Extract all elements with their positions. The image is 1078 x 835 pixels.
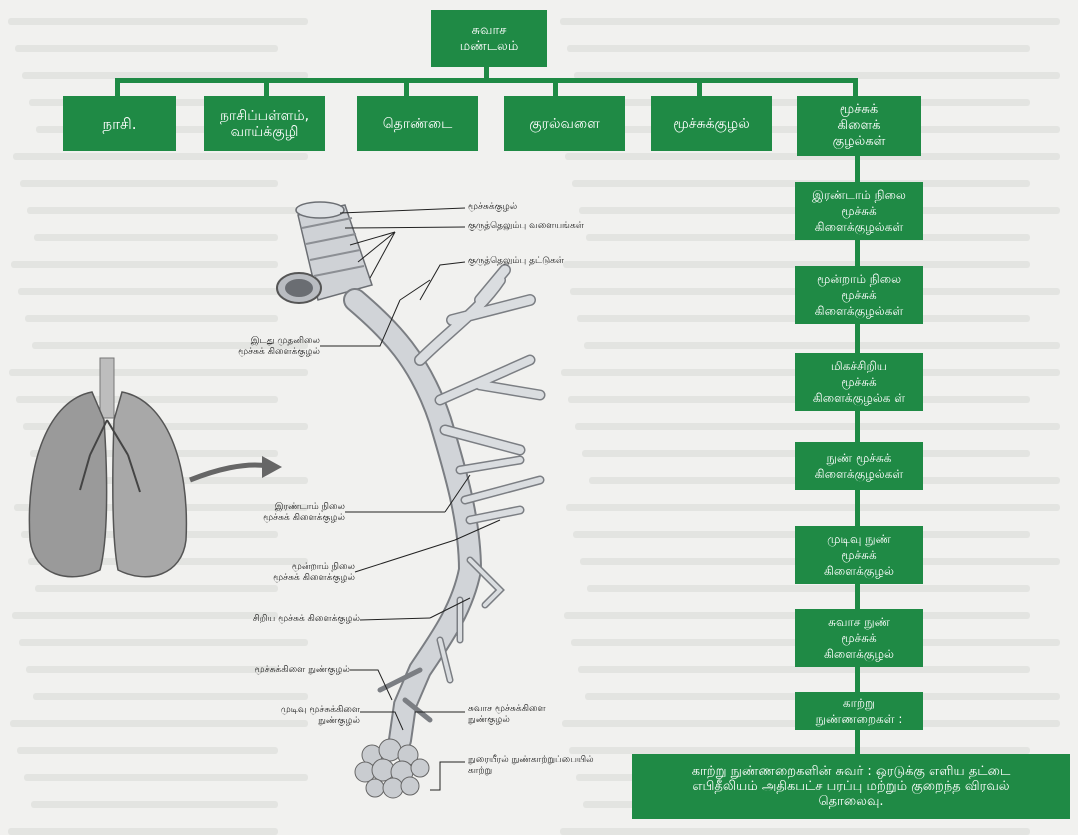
label-respiratory-bronchiole: சுவாச மூச்சுக்கிளை நுண்குழல் xyxy=(468,704,546,726)
label-alveoli: நுரையீரல் நுண்காற்றுப்பையில் காற்று xyxy=(468,755,594,777)
label-left-primary-bronchus: இடது முதனிலை மூச்சுக் கிளைக்குழல் xyxy=(210,336,320,358)
label-trachea: மூச்சுக்குழல் xyxy=(468,202,517,213)
label-tertiary-bronchus: மூன்றாம் நிலை மூச்சுக் கிளைக்குழல் xyxy=(245,562,355,584)
trachea-drawing xyxy=(277,202,372,303)
label-bronchiole: மூச்சுக்கிளை நுண்குழல் xyxy=(210,665,350,676)
label-secondary-bronchus: இரண்டாம் நிலை மூச்சுக் கிளைக்குழல் xyxy=(235,502,345,524)
label-small-bronchus: சிறிய மூச்சுக் கிளைக்குழல் xyxy=(220,614,360,625)
label-cartilage-rings: குருத்தெலும்பு வளையங்கள் xyxy=(468,221,584,232)
label-terminal-bronchiole: முடிவு மூச்சுக்கிளை நுண்குழல் xyxy=(240,705,360,727)
label-cartilage-plates: குருத்தெலும்பு தட்டுகள் xyxy=(468,256,564,267)
lungs-icon xyxy=(29,358,282,577)
alveoli-cluster xyxy=(355,739,429,798)
